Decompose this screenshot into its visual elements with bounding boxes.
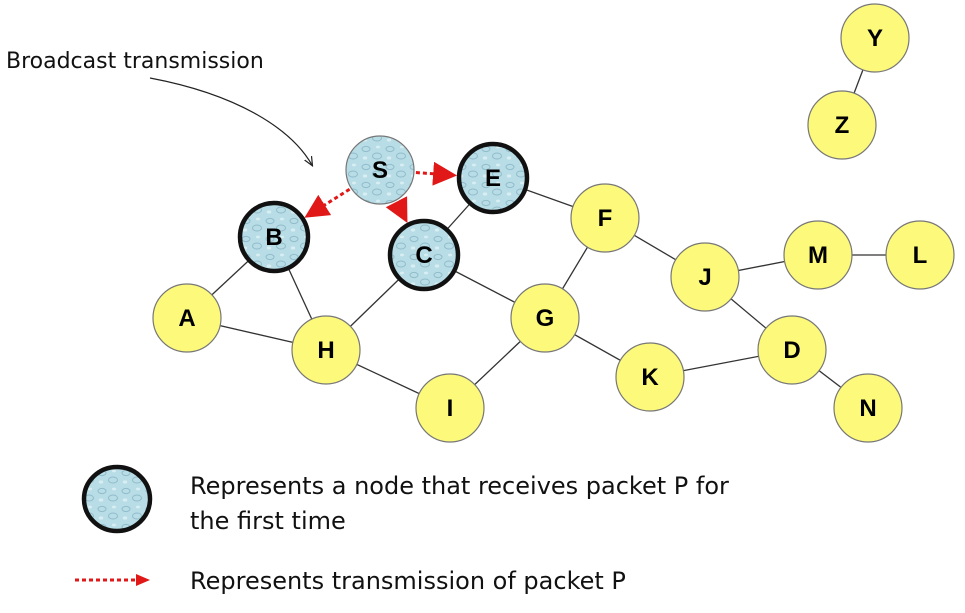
node-G-circle xyxy=(510,283,580,353)
node-N-circle xyxy=(833,373,903,443)
node-Y-circle xyxy=(840,3,910,73)
legend: Represents a node that receives packet P… xyxy=(75,464,729,595)
node-Z-label: Z xyxy=(835,112,850,139)
node-B-circle xyxy=(237,200,311,274)
node-M-label: M xyxy=(808,242,828,269)
node-F: F xyxy=(570,183,640,253)
node-Z: Z xyxy=(807,90,877,160)
node-S-label: S xyxy=(372,157,388,184)
node-S-circle xyxy=(345,135,415,205)
node-L-circle xyxy=(885,220,955,290)
node-J-circle xyxy=(670,242,740,312)
node-I-label: I xyxy=(447,395,454,422)
legend-received-node-icon xyxy=(81,464,153,534)
node-E-circle xyxy=(456,141,530,215)
node-S: S xyxy=(345,135,415,205)
node-D: D xyxy=(757,315,827,385)
nodes-layer: S E B C A H I G F K J M L D N Y Z xyxy=(152,3,955,443)
node-L: L xyxy=(885,220,955,290)
legend-node-text-line1: Represents a node that receives packet P… xyxy=(190,472,729,500)
node-M-circle xyxy=(783,220,853,290)
node-A-circle xyxy=(152,283,222,353)
node-D-label: D xyxy=(783,337,800,364)
node-D-circle xyxy=(757,315,827,385)
transmission-arrow-S-C xyxy=(385,196,408,224)
legend-node-text-line2: the first time xyxy=(190,507,346,535)
node-K-label: K xyxy=(641,364,659,391)
node-L-label: L xyxy=(913,242,928,269)
node-G: G xyxy=(510,283,580,353)
legend-arrowhead-icon xyxy=(136,574,150,586)
node-M: M xyxy=(783,220,853,290)
node-B-label: B xyxy=(265,224,282,251)
node-H-circle xyxy=(291,315,361,385)
node-Y: Y xyxy=(840,3,910,73)
node-F-circle xyxy=(570,183,640,253)
node-C: C xyxy=(387,218,461,292)
node-H: H xyxy=(291,315,361,385)
node-C-circle xyxy=(387,218,461,292)
caption-pointer-arrow xyxy=(149,77,312,165)
transmission-arrows-layer xyxy=(304,161,458,224)
node-B: B xyxy=(237,200,311,274)
transmission-arrow-S-E xyxy=(415,161,458,186)
caption-broadcast-transmission: Broadcast transmission xyxy=(6,49,264,74)
node-J: J xyxy=(670,242,740,312)
node-A-label: A xyxy=(178,305,195,332)
node-A: A xyxy=(152,283,222,353)
node-E: E xyxy=(456,141,530,215)
node-Y-label: Y xyxy=(867,25,883,52)
node-I-circle xyxy=(415,373,485,443)
node-C-label: C xyxy=(415,242,432,269)
transmission-arrow-S-B xyxy=(304,187,351,218)
node-I: I xyxy=(415,373,485,443)
node-N: N xyxy=(833,373,903,443)
node-E-label: E xyxy=(485,165,501,192)
node-G-label: G xyxy=(536,305,555,332)
node-F-label: F xyxy=(598,205,613,232)
legend-arrow-text: Represents transmission of packet P xyxy=(190,567,626,595)
node-K-circle xyxy=(615,342,685,412)
node-J-label: J xyxy=(698,264,711,291)
node-Z-circle xyxy=(807,90,877,160)
node-N-label: N xyxy=(859,395,876,422)
node-H-label: H xyxy=(317,337,334,364)
node-K: K xyxy=(615,342,685,412)
